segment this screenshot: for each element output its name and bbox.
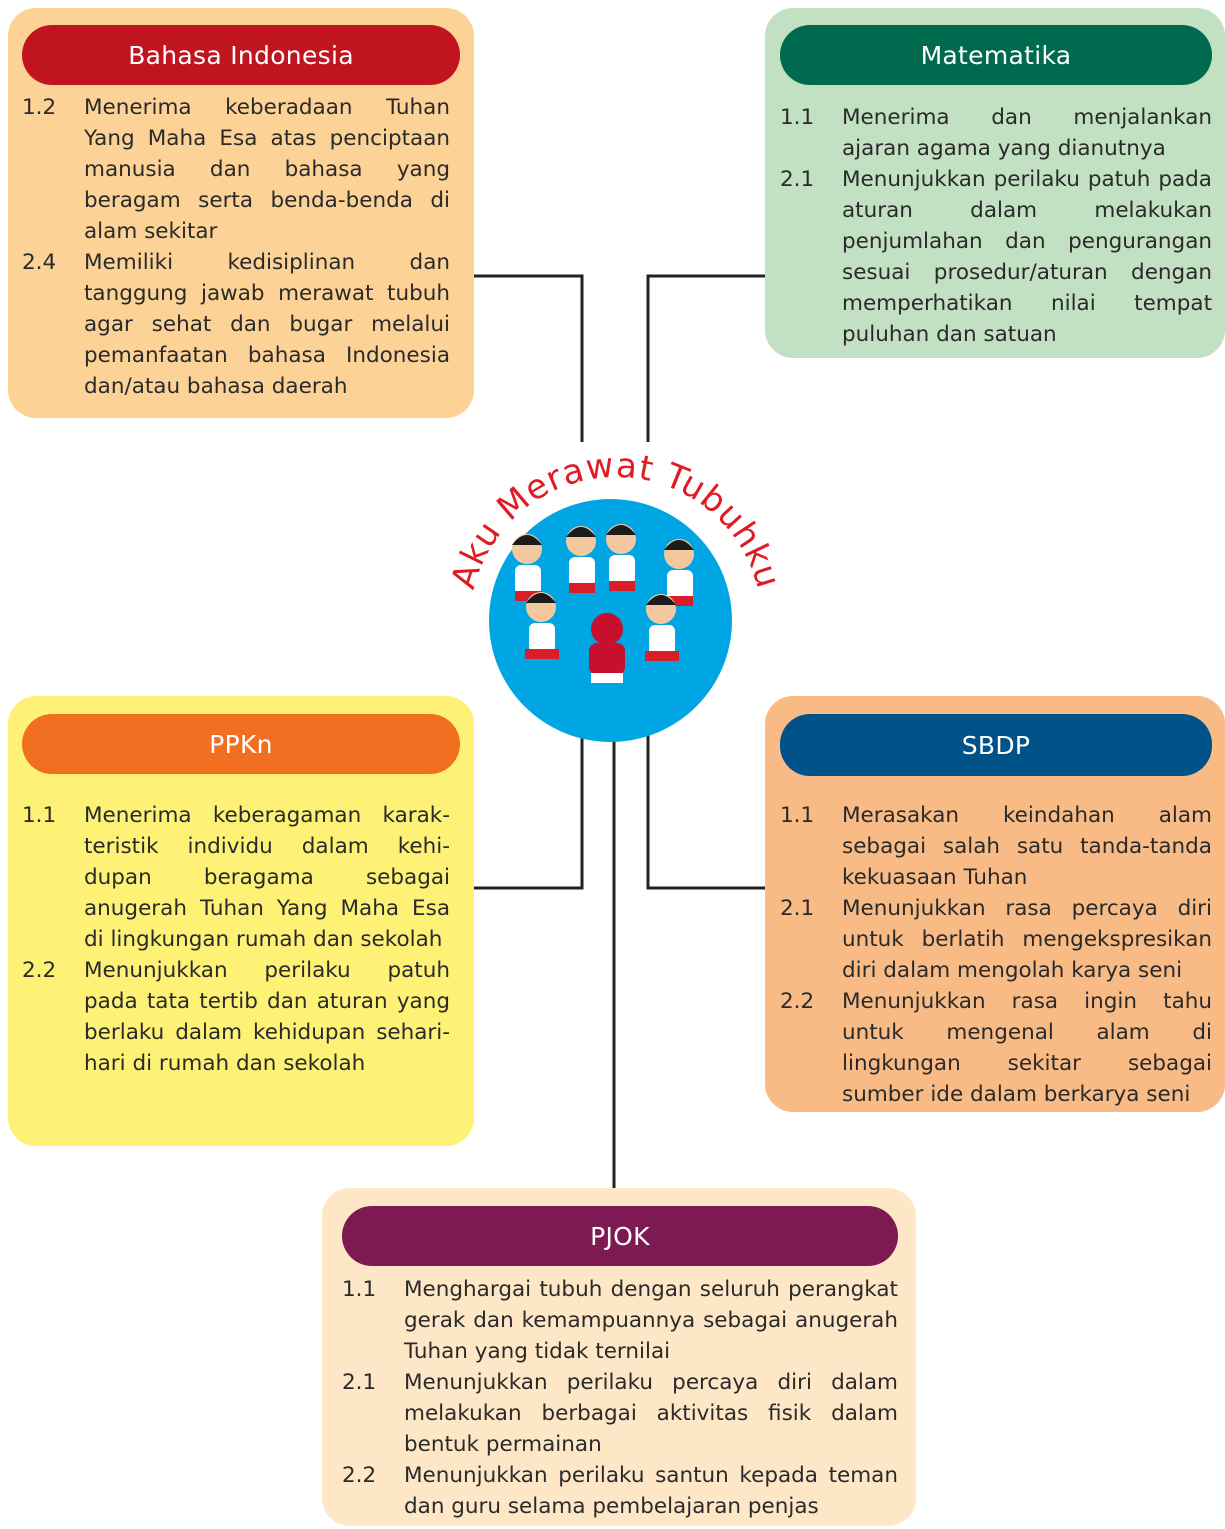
list-item: 2.1 Menunjukkan perilaku percaya diri da… [342,1367,898,1460]
connector-ppkn [474,718,584,890]
list-item: 1.1 Menghargai tubuh dengan seluruh pera… [342,1274,898,1367]
center-title-text: Aku Merawat Tubuhku [444,445,788,593]
svg-text:Aku Merawat Tubuhku: Aku Merawat Tubuhku [444,445,789,593]
item-text: Menunjukkan perilaku patuh pada aturan d… [842,167,1212,347]
matematika-list: 1.1 Menerima dan menjalankan ajaran agam… [780,102,1212,350]
item-number: 2.1 [780,167,815,192]
item-number: 2.2 [780,989,815,1014]
matematika-header: Matematika [780,25,1212,85]
sbdp-header: SBDP [780,714,1212,776]
hub-illustration [489,499,732,742]
item-text: Merasakan keindahan alam sebagai salah s… [842,803,1212,890]
list-item: 2.4 Memiliki kedisiplinan dan tanggung j… [22,247,450,402]
bahasa-indonesia-header: Bahasa Indonesia [22,25,460,85]
item-number: 1.1 [22,803,57,828]
ppkn-list: 1.1 Menerima keberagaman karak-teristik … [22,800,450,1079]
matematika-box: Matematika 1.1 Menerima dan menjalankan … [765,8,1225,358]
item-number: 2.1 [780,896,815,921]
pjok-box: PJOK 1.1 Menghargai tubuh dengan seluruh… [322,1188,916,1526]
item-text: Menghargai tubuh dengan seluruh perangka… [404,1277,898,1364]
connector-bahasa [474,274,584,442]
connector-sbdp [646,718,765,890]
pjok-header: PJOK [342,1206,898,1266]
item-number: 2.1 [342,1370,377,1395]
list-item: 2.1 Menunjukkan rasa percaya diri untuk … [780,893,1212,986]
pjok-list: 1.1 Menghargai tubuh dengan seluruh pera… [342,1274,898,1522]
bahasa-indonesia-list: 1.2 Menerima keberadaan Tuhan Yang Maha … [22,92,450,402]
list-item: 2.2 Menunjukkan perilaku patuh pada tata… [22,955,450,1079]
sbdp-box: SBDP 1.1 Merasakan keindahan alam sebaga… [765,696,1225,1112]
center-title: Aku Merawat Tubuhku [444,445,789,593]
item-text: Menunjukkan perilaku percaya diri dalam … [404,1370,898,1457]
list-item: 1.2 Menerima keberadaan Tuhan Yang Maha … [22,92,450,247]
bahasa-indonesia-box: Bahasa Indonesia 1.2 Menerima keberadaan… [8,8,474,418]
item-number: 1.1 [780,803,815,828]
item-text: Memiliki kedisiplinan dan tanggung jawab… [84,250,450,399]
list-item: 2.2 Menunjukkan perilaku santun kepada t… [342,1460,898,1522]
item-text: Menunjukkan perilaku patuh pada tata ter… [84,958,450,1076]
item-number: 2.2 [22,958,57,983]
list-item: 2.1 Menunjukkan perilaku patuh pada atur… [780,164,1212,350]
list-item: 1.1 Menerima keberagaman karak-teristik … [22,800,450,955]
item-number: 1.1 [780,105,815,130]
list-item: 1.1 Menerima dan menjalankan ajaran agam… [780,102,1212,164]
item-text: Menerima dan menjalankan ajaran agama ya… [842,105,1212,161]
ppkn-box: PPKn 1.1 Menerima keberagaman karak-teri… [8,696,474,1146]
item-text: Menerima keberagaman karak-teristik indi… [84,803,450,952]
item-text: Menunjukkan rasa percaya diri untuk berl… [842,896,1212,983]
item-number: 2.4 [22,250,57,275]
ppkn-header: PPKn [22,714,460,774]
item-number: 1.1 [342,1277,377,1302]
item-text: Menerima keberadaan Tuhan Yang Maha Esa … [84,95,450,244]
item-text: Menunjukkan rasa ingin tahu untuk mengen… [842,989,1212,1107]
children-illustration [512,524,694,683]
list-item: 1.1 Merasakan keindahan alam sebagai sal… [780,800,1212,893]
item-number: 1.2 [22,95,57,120]
list-item: 2.2 Menunjukkan rasa ingin tahu untuk me… [780,986,1212,1110]
connector-matematika [646,274,765,442]
sbdp-list: 1.1 Merasakan keindahan alam sebagai sal… [780,800,1212,1110]
item-text: Menunjukkan perilaku santun kepada teman… [404,1463,898,1519]
item-number: 2.2 [342,1463,377,1488]
